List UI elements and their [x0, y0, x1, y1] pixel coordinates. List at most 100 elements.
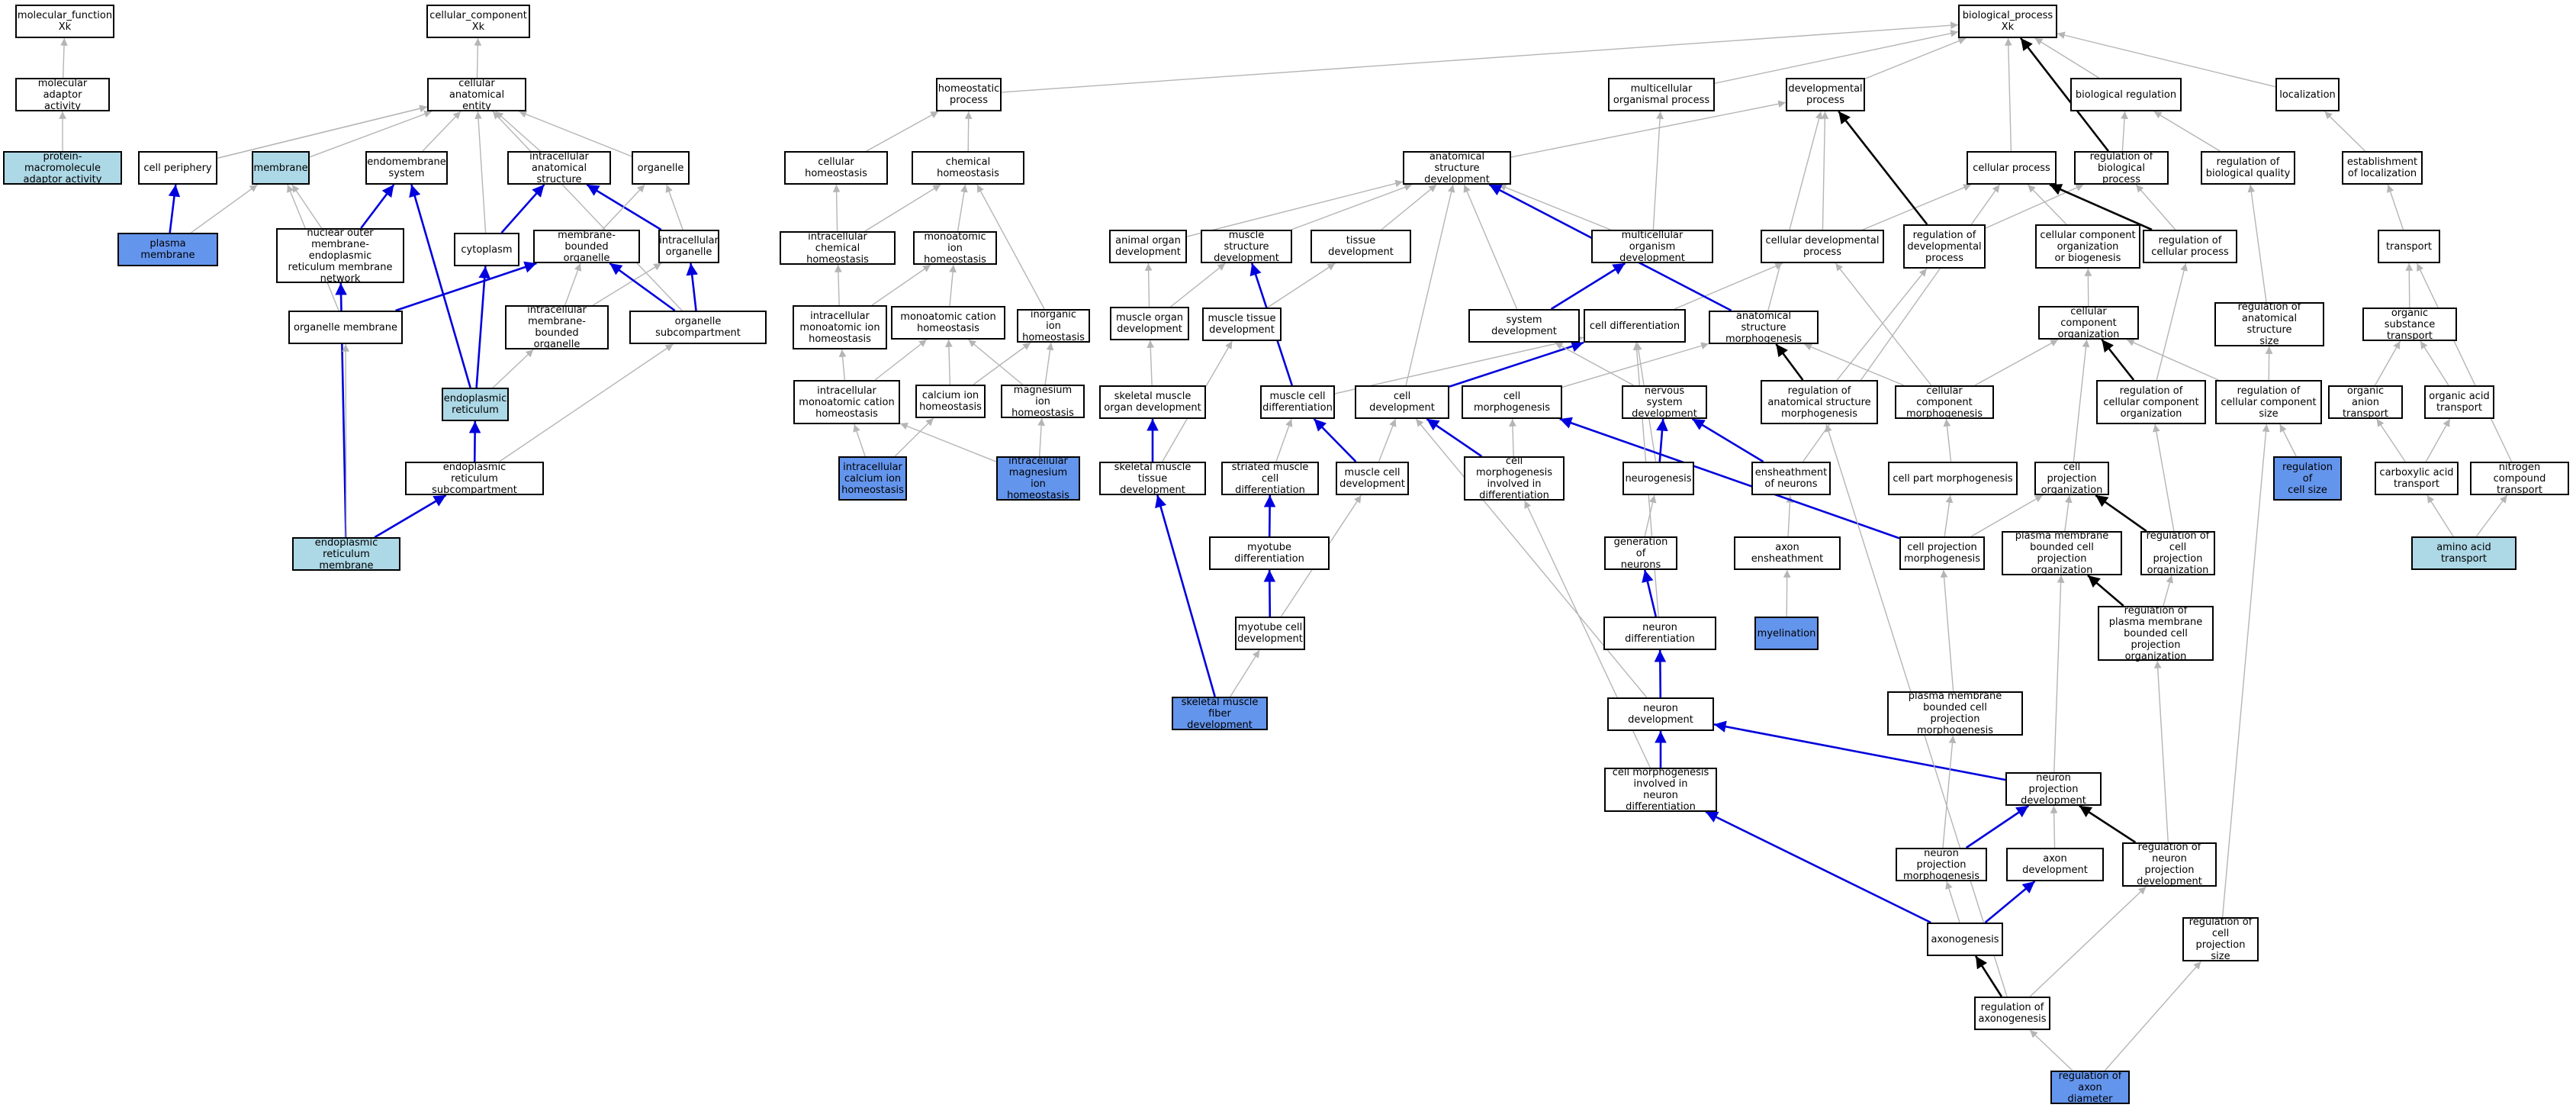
term-node-skm-organ[interactable]: skeletal muscle organ development [1099, 385, 1206, 419]
term-node-mg-ion[interactable]: magnesium ion homeostasis [1001, 385, 1085, 419]
term-node-reg-cc-size[interactable]: regulation of cellular component size [2215, 380, 2322, 424]
term-node-mol-adaptor[interactable]: molecular adaptor activity [15, 78, 110, 112]
term-node-reg-dev-proc[interactable]: regulation of developmental process [1903, 224, 1986, 269]
term-node-ic-chem-homeo[interactable]: intracellular chemical homeostasis [780, 231, 896, 266]
term-node-ic-mono-cat[interactable]: intracellular monoatomic cation homeosta… [793, 380, 900, 424]
term-node-reg-axonogenesis[interactable]: regulation of axonogenesis [1974, 997, 2050, 1030]
term-node-asd[interactable]: anatomical structure development [1403, 151, 1511, 185]
term-node-endomem[interactable]: endomembrane system [365, 151, 448, 185]
term-node-cell-diff[interactable]: cell differentiation [1584, 309, 1686, 343]
term-node-organelle[interactable]: organelle [632, 151, 690, 185]
term-node-cc[interactable]: cellular_component Xk [426, 5, 530, 38]
term-node-axon-ensh[interactable]: axon ensheathment [1734, 536, 1841, 570]
term-node-reg-asm[interactable]: regulation of anatomical structure morph… [1761, 380, 1878, 424]
term-node-nitrogen[interactable]: nitrogen compound transport [2470, 462, 2569, 496]
term-node-cpm[interactable]: cell part morphogenesis [1888, 462, 2018, 495]
term-node-cellular-proc[interactable]: cellular process [1967, 151, 2057, 185]
term-node-skm-tissue[interactable]: skeletal muscle tissue development [1099, 462, 1206, 496]
term-node-muscle-organ[interactable]: muscle organ development [1110, 307, 1189, 340]
term-node-bio-reg[interactable]: biological regulation [2070, 78, 2182, 111]
term-node-ic-mg[interactable]: intracellular magnesium ion homeostasis [996, 456, 1080, 501]
term-node-gen-neurons[interactable]: generation of neurons [1604, 536, 1677, 571]
term-node-ic-ca[interactable]: intracellular calcium ion homeostasis [838, 456, 907, 501]
term-node-muscle-cell-diff[interactable]: muscle cell differentiation [1260, 385, 1335, 419]
term-node-aa-transport[interactable]: amino acid transport [2411, 536, 2517, 570]
term-node-ca-ion[interactable]: calcium ion homeostasis [915, 385, 986, 418]
term-node-er[interactable]: endoplasmic reticulum [442, 388, 509, 421]
term-node-imbo[interactable]: intracellular membrane-bounded organelle [505, 304, 609, 350]
term-node-reg-bq[interactable]: regulation of biological quality [2201, 151, 2295, 185]
term-node-cytoplasm[interactable]: cytoplasm [454, 233, 519, 266]
term-node-homeo[interactable]: homeostatic process [936, 78, 1002, 111]
term-node-cell-periphery[interactable]: cell periphery [138, 151, 217, 185]
term-node-transport[interactable]: transport [2378, 230, 2440, 263]
term-node-mono-ion[interactable]: monoatomic ion homeostasis [913, 231, 997, 266]
term-node-cco[interactable]: cellular component organization [2038, 306, 2139, 340]
term-node-est-loc[interactable]: establishment of localization [2342, 151, 2423, 185]
term-node-reg-bp[interactable]: regulation of biological process [2074, 151, 2169, 185]
term-node-reg-as-size[interactable]: regulation of anatomical structure size [2214, 301, 2324, 347]
term-node-reg-npd[interactable]: regulation of neuron projection developm… [2122, 842, 2217, 887]
term-node-ccob[interactable]: cellular component organization or bioge… [2035, 224, 2140, 269]
term-node-mono-cat[interactable]: monoatomic cation homeostasis [891, 306, 1005, 340]
term-node-myotube-diff[interactable]: myotube differentiation [1209, 536, 1330, 570]
term-node-animal-organ[interactable]: animal organ development [1109, 230, 1187, 263]
term-node-cm-neuron[interactable]: cell morphogenesis involved in neuron di… [1604, 767, 1717, 813]
term-node-pmbcpm[interactable]: plasma membrane bounded cell projection … [1887, 691, 2023, 736]
term-node-axonogenesis[interactable]: axonogenesis [1927, 923, 2003, 956]
term-node-plasma-membrane[interactable]: plasma membrane [117, 233, 218, 266]
term-node-neuron-diff[interactable]: neuron differentiation [1603, 617, 1716, 650]
term-node-cp-morph[interactable]: cell projection morphogenesis [1899, 536, 1985, 570]
term-node-muscle-tissue[interactable]: muscle tissue development [1202, 308, 1282, 341]
term-node-reg-cco[interactable]: regulation of cellular component organiz… [2096, 380, 2206, 424]
term-node-asm[interactable]: anatomical structure morphogenesis [1709, 311, 1819, 345]
term-node-reg-cell-size[interactable]: regulation of cell size [2273, 456, 2342, 501]
term-node-org-sub[interactable]: organelle subcompartment [629, 311, 767, 344]
term-node-multi-proc[interactable]: multicellular organismal process [1608, 78, 1715, 111]
term-node-cae[interactable]: cellular anatomical entity [427, 78, 526, 112]
term-node-chem-homeo[interactable]: chemical homeostasis [912, 151, 1024, 185]
term-node-ic-mono-ion[interactable]: intracellular monoatomic ion homeostasis [793, 305, 887, 349]
term-node-cell-homeo[interactable]: cellular homeostasis [784, 151, 888, 185]
term-node-mbo[interactable]: membrane-bounded organelle [533, 230, 640, 264]
term-node-ias[interactable]: intracellular anatomical structure [507, 151, 611, 185]
term-node-cell-dev[interactable]: cell development [1355, 385, 1449, 419]
term-node-membrane[interactable]: membrane [252, 151, 310, 185]
term-node-npd[interactable]: neuron projection development [2005, 772, 2102, 807]
term-node-org-anion[interactable]: organic anion transport [2328, 385, 2403, 420]
term-node-cell-dev-proc[interactable]: cellular developmental process [1761, 230, 1884, 263]
term-node-reg-axon-diam[interactable]: regulation of axon diameter [2050, 1071, 2130, 1105]
term-node-skm-fiber[interactable]: skeletal muscle fiber development [1172, 697, 1268, 731]
term-node-pm-adaptor[interactable]: protein-macromolecule adaptor activity [3, 151, 122, 185]
term-node-localization[interactable]: localization [2275, 78, 2340, 111]
term-node-reg-cell-proc[interactable]: regulation of cellular process [2143, 230, 2237, 263]
term-node-org-subst[interactable]: organic substance transport [2362, 308, 2457, 342]
term-node-pmbcpo[interactable]: plasma membrane bounded cell projection … [2002, 530, 2122, 576]
term-node-axon-dev[interactable]: axon development [2006, 848, 2104, 881]
term-node-cm-diff[interactable]: cell morphogenesis involved in different… [1464, 456, 1565, 501]
term-node-er-sub[interactable]: endoplasmic reticulum subcompartment [405, 462, 544, 496]
term-node-np-morph[interactable]: neuron projection morphogenesis [1896, 848, 1987, 882]
term-node-mf[interactable]: molecular_function Xk [15, 5, 114, 38]
term-node-striated[interactable]: striated muscle cell differentiation [1221, 462, 1319, 496]
term-node-neurogenesis[interactable]: neurogenesis [1622, 462, 1694, 495]
term-node-er-mem[interactable]: endoplasmic reticulum membrane [292, 537, 400, 572]
term-node-reg-cp-size[interactable]: regulation of cell projection size [2182, 916, 2259, 962]
term-node-reg-cpo[interactable]: regulation of cell projection organizati… [2140, 530, 2215, 576]
term-node-inorg-ion[interactable]: inorganic ion homeostasis [1017, 309, 1090, 343]
term-node-cell-morph[interactable]: cell morphogenesis [1462, 385, 1562, 419]
term-node-dev-proc[interactable]: developmental process [1786, 78, 1865, 111]
term-node-muscle-cell-dev[interactable]: muscle cell development [1336, 462, 1409, 495]
term-node-tissue-dev[interactable]: tissue development [1311, 230, 1411, 263]
term-node-bp[interactable]: biological_process Xk [1958, 5, 2057, 38]
term-node-io[interactable]: intracellular organelle [658, 230, 719, 263]
term-node-org-mem[interactable]: organelle membrane [288, 311, 403, 344]
term-node-muscle-struct[interactable]: muscle structure development [1201, 230, 1292, 264]
term-node-myotube-dev[interactable]: myotube cell development [1235, 617, 1305, 650]
term-node-ensheath[interactable]: ensheathment of neurons [1751, 462, 1831, 495]
term-node-nuclear-outer[interactable]: nuclear outer membrane-endoplasmic retic… [276, 227, 404, 285]
term-node-carbox[interactable]: carboxylic acid transport [2375, 462, 2459, 495]
term-node-neuron-dev[interactable]: neuron development [1607, 697, 1714, 731]
term-node-system-dev[interactable]: system development [1468, 309, 1580, 343]
term-node-reg-pmbcpo[interactable]: regulation of plasma membrane bounded ce… [2098, 605, 2214, 662]
